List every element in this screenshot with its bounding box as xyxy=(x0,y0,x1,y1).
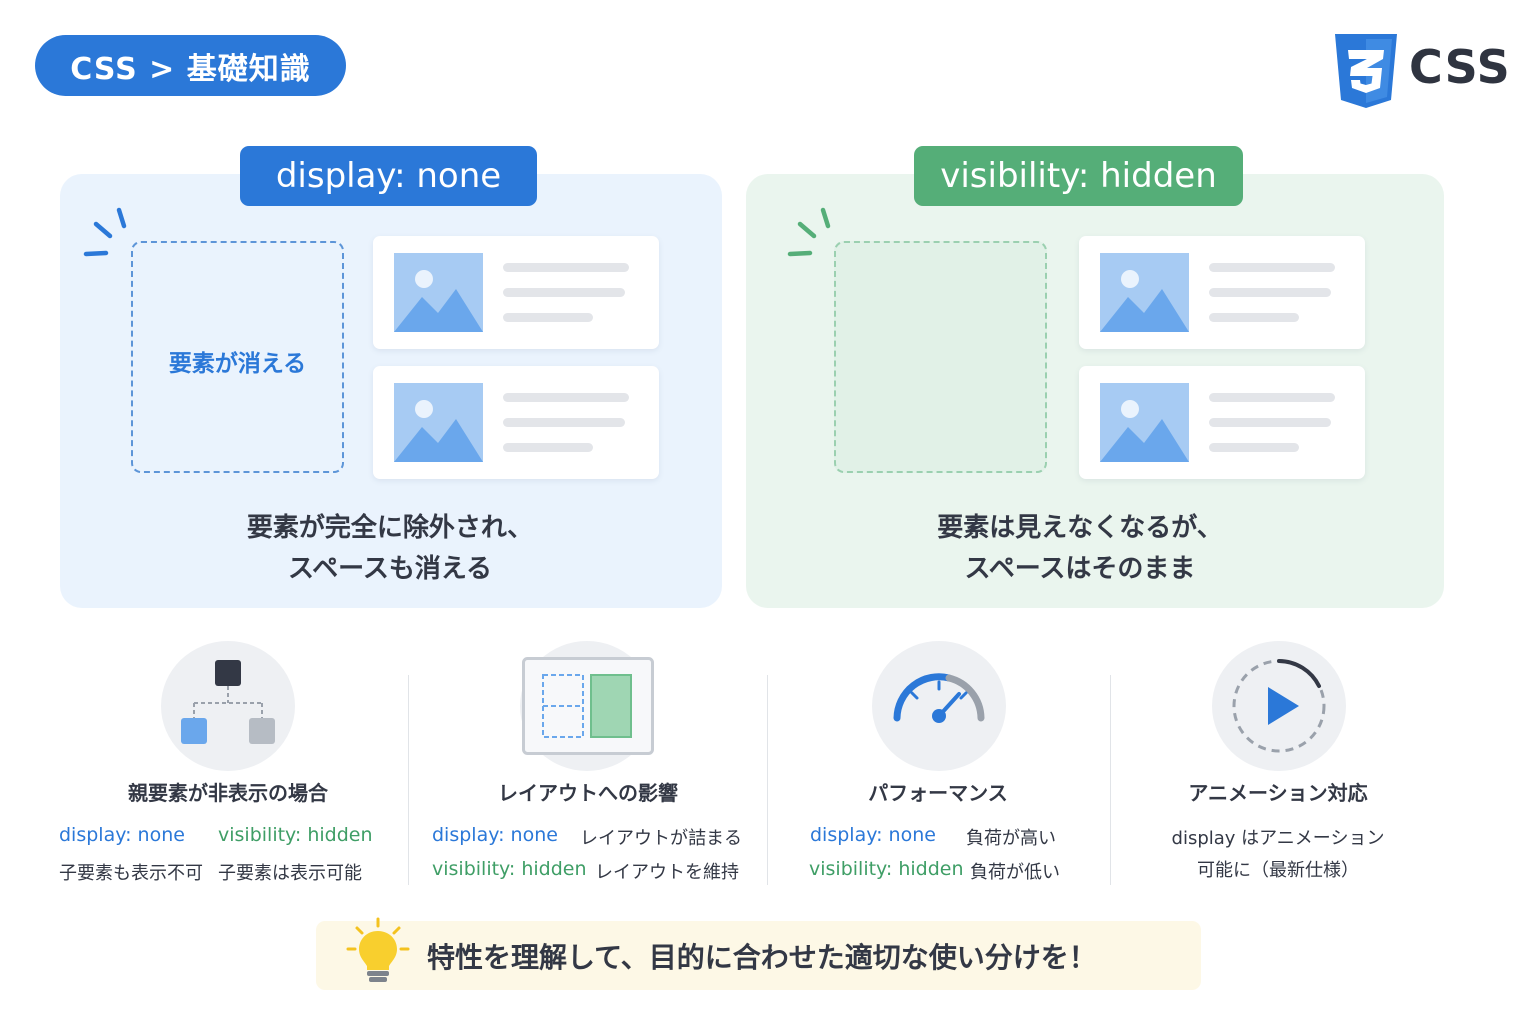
sparkle-icon xyxy=(83,207,127,257)
image-placeholder-icon xyxy=(1100,253,1189,332)
layout-icon xyxy=(522,657,654,755)
speedometer-icon xyxy=(893,673,985,723)
display-none-label: display: none xyxy=(810,824,936,846)
visibility-hidden-label: visibility: hidden xyxy=(218,824,373,846)
divider xyxy=(408,675,409,885)
sparkle-icon xyxy=(787,207,831,257)
content-card xyxy=(1079,236,1365,349)
display-note: 子要素も表示不可 xyxy=(59,863,203,884)
breadcrumb[interactable]: CSS > 基礎知識 xyxy=(35,35,346,96)
display-note: レイアウトが詰まる xyxy=(580,828,742,849)
tip-text: 特性を理解して、目的に合わせた適切な使い分けを！ xyxy=(427,941,1097,974)
visibility-hidden-tag: visibility: hidden xyxy=(914,146,1243,206)
tip-banner xyxy=(316,921,1201,990)
animation-note-line: 可能に（最新仕様） xyxy=(1197,860,1359,881)
lightbulb-icon xyxy=(346,917,410,982)
animation-note-line: display はアニメーション xyxy=(1171,828,1385,849)
divider xyxy=(767,675,768,885)
display-none-label: display: none xyxy=(432,824,558,846)
caption-line: 要素は見えなくなるが、 xyxy=(937,513,1223,543)
visibility-hidden-label: visibility: hidden xyxy=(432,858,587,880)
feature-title: 親要素が非表示の場合 xyxy=(128,781,328,805)
hierarchy-icon xyxy=(181,660,275,744)
divider xyxy=(1110,675,1111,885)
content-card xyxy=(1079,366,1365,479)
feature-title: アニメーション対応 xyxy=(1188,781,1368,805)
caption-line: スペースはそのまま xyxy=(964,554,1196,584)
feature-title: パフォーマンス xyxy=(868,781,1008,805)
css3-logo-icon xyxy=(1335,34,1397,108)
visibility-hidden-label: visibility: hidden xyxy=(809,858,964,880)
feature-icon-circle xyxy=(872,641,1006,771)
content-card xyxy=(373,236,659,349)
feature-title: レイアウトへの影響 xyxy=(498,781,678,805)
removed-element-box: 要素が消える xyxy=(131,241,344,473)
hidden-element-box xyxy=(834,241,1047,473)
caption-line: 要素が完全に除外され、 xyxy=(246,513,534,543)
visibility-note: レイアウトを維持 xyxy=(595,862,739,883)
display-none-label: display: none xyxy=(59,824,185,846)
visibility-hidden-caption: 要素は見えなくなるが、 スペースはそのまま xyxy=(880,508,1280,590)
image-placeholder-icon xyxy=(1100,383,1189,462)
image-placeholder-icon xyxy=(394,253,483,332)
content-card xyxy=(373,366,659,479)
visibility-note: 子要素は表示可能 xyxy=(218,863,362,884)
removed-element-label: 要素が消える xyxy=(168,351,307,377)
play-icon xyxy=(1232,659,1326,753)
image-placeholder-icon xyxy=(394,383,483,462)
caption-line: スペースも消える xyxy=(287,554,493,584)
display-none-caption: 要素が完全に除外され、 スペースも消える xyxy=(180,508,600,590)
visibility-note: 負荷が低い xyxy=(970,862,1060,883)
display-note: 負荷が高い xyxy=(966,828,1056,849)
display-none-tag: display: none xyxy=(240,146,537,206)
css-logo-text: CSS xyxy=(1409,40,1511,94)
